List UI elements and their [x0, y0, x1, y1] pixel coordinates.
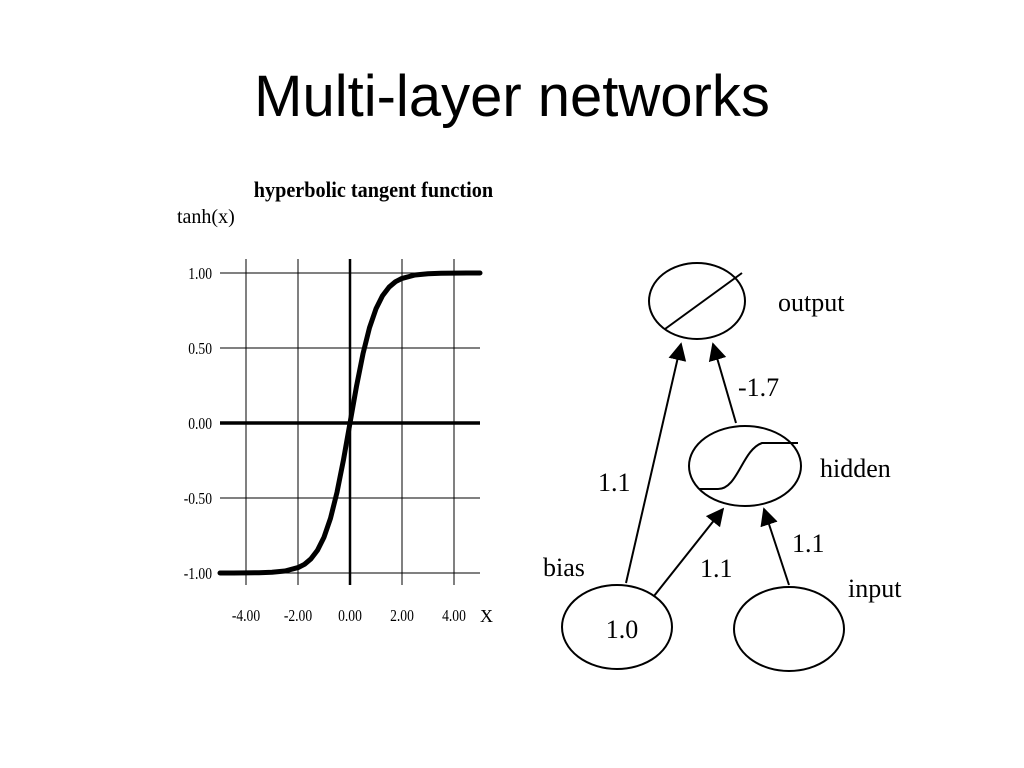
bias-node: 1.0	[561, 584, 673, 670]
y-tick-label: -0.50	[184, 490, 213, 509]
weight-input-to-hidden: 1.1	[792, 529, 825, 558]
bias-value: 1.0	[606, 615, 639, 644]
network-diagram: output hidden 1.0 bias input -1.7 1.1 1.…	[543, 262, 902, 672]
slide-title: Multi-layer networks	[254, 64, 770, 129]
x-tick-label: 0.00	[338, 607, 362, 626]
output-label: output	[778, 288, 845, 317]
hidden-label: hidden	[820, 454, 891, 483]
bias-label: bias	[543, 553, 585, 582]
y-tick-labels: 1.00 0.50 0.00 -0.50 -1.00	[184, 265, 213, 584]
input-node	[733, 586, 845, 672]
x-tick-labels: -4.00 -2.00 0.00 2.00 4.00	[232, 607, 466, 626]
x-axis-label: X	[480, 606, 493, 626]
chart-title: hyperbolic tangent function	[254, 177, 494, 202]
sigmoid-activation-icon	[699, 442, 798, 490]
weight-hidden-to-output: -1.7	[738, 373, 779, 402]
output-node	[648, 262, 746, 340]
y-tick-label: 1.00	[188, 265, 212, 284]
x-tick-label: -2.00	[284, 607, 313, 626]
tanh-chart: hyperbolic tangent function tanh(x) 1.00…	[177, 177, 494, 626]
series-line-tanh	[217, 270, 483, 576]
y-axis-label: tanh(x)	[177, 206, 235, 228]
y-tick-label: 0.00	[188, 415, 212, 434]
input-label: input	[848, 574, 902, 603]
connection-bias-to-output	[625, 342, 687, 584]
x-tick-label: 4.00	[442, 607, 466, 626]
y-tick-label: -1.00	[184, 565, 213, 584]
x-tick-label: 2.00	[390, 607, 414, 626]
weight-bias-to-hidden: 1.1	[700, 554, 733, 583]
connection-bias-to-hidden	[653, 507, 725, 597]
weight-bias-to-output: 1.1	[598, 468, 631, 497]
connection-input-to-hidden	[760, 507, 790, 586]
hidden-node	[688, 425, 802, 507]
connection-hidden-to-output	[708, 342, 737, 424]
linear-activation-icon	[664, 272, 743, 330]
x-tick-label: -4.00	[232, 607, 261, 626]
y-tick-label: 0.50	[188, 340, 212, 359]
